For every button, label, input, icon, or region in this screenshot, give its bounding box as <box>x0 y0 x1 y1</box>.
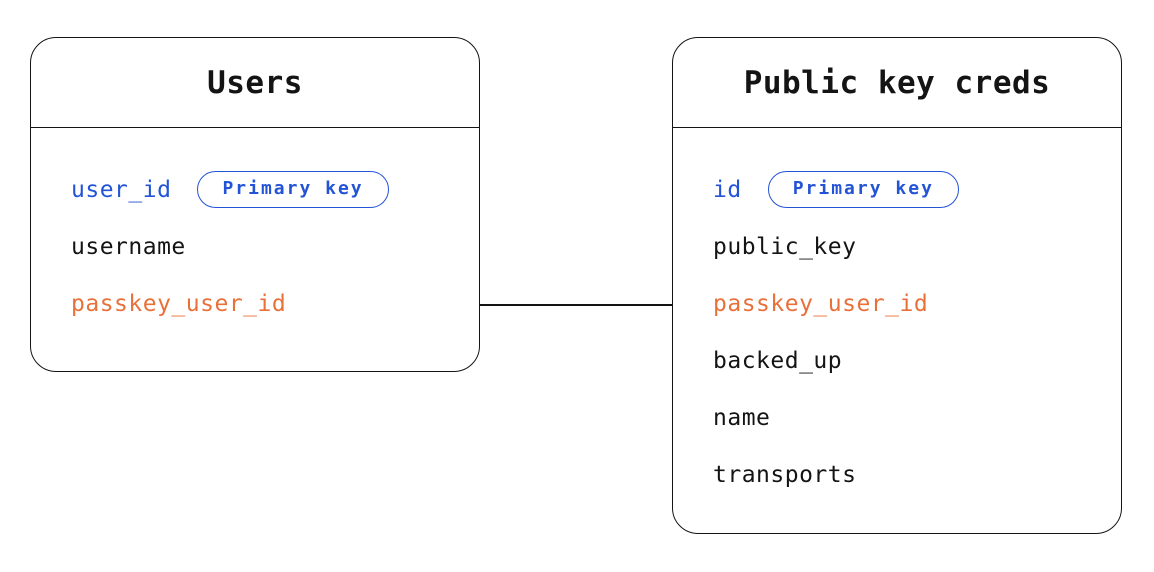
field-row: public_key <box>713 218 1101 275</box>
field-name: passkey_user_id <box>713 290 929 317</box>
field-name: passkey_user_id <box>71 290 287 317</box>
field-row: transports <box>713 446 1101 503</box>
field-row: user_id Primary key <box>71 161 459 218</box>
relationship-connector <box>480 304 672 306</box>
field-row: username <box>71 218 459 275</box>
field-row: id Primary key <box>713 161 1101 218</box>
field-name: id <box>713 176 742 203</box>
field-name: username <box>71 233 186 260</box>
field-name: transports <box>713 461 857 488</box>
table-users: Users user_id Primary key username passkey_… <box>30 37 480 372</box>
field-row: passkey_user_id <box>71 275 459 332</box>
field-name: backed_up <box>713 347 843 374</box>
table-public-key-creds: Public key creds id Primary key public_key… <box>672 37 1122 534</box>
table-public-key-creds-header: Public key creds <box>673 38 1121 128</box>
table-users-fields: user_id Primary key username passkey_user_i… <box>31 128 479 332</box>
table-users-title: Users <box>207 64 303 101</box>
field-name: user_id <box>71 176 172 203</box>
field-name: public_key <box>713 233 857 260</box>
primary-key-badge: Primary key <box>767 170 959 209</box>
table-users-header: Users <box>31 38 479 128</box>
field-row: backed_up <box>713 332 1101 389</box>
field-name: name <box>713 404 771 431</box>
primary-key-badge: Primary key <box>197 170 389 209</box>
field-row: passkey_user_id <box>713 275 1101 332</box>
table-public-key-creds-title: Public key creds <box>743 64 1051 101</box>
field-row: name <box>713 389 1101 446</box>
